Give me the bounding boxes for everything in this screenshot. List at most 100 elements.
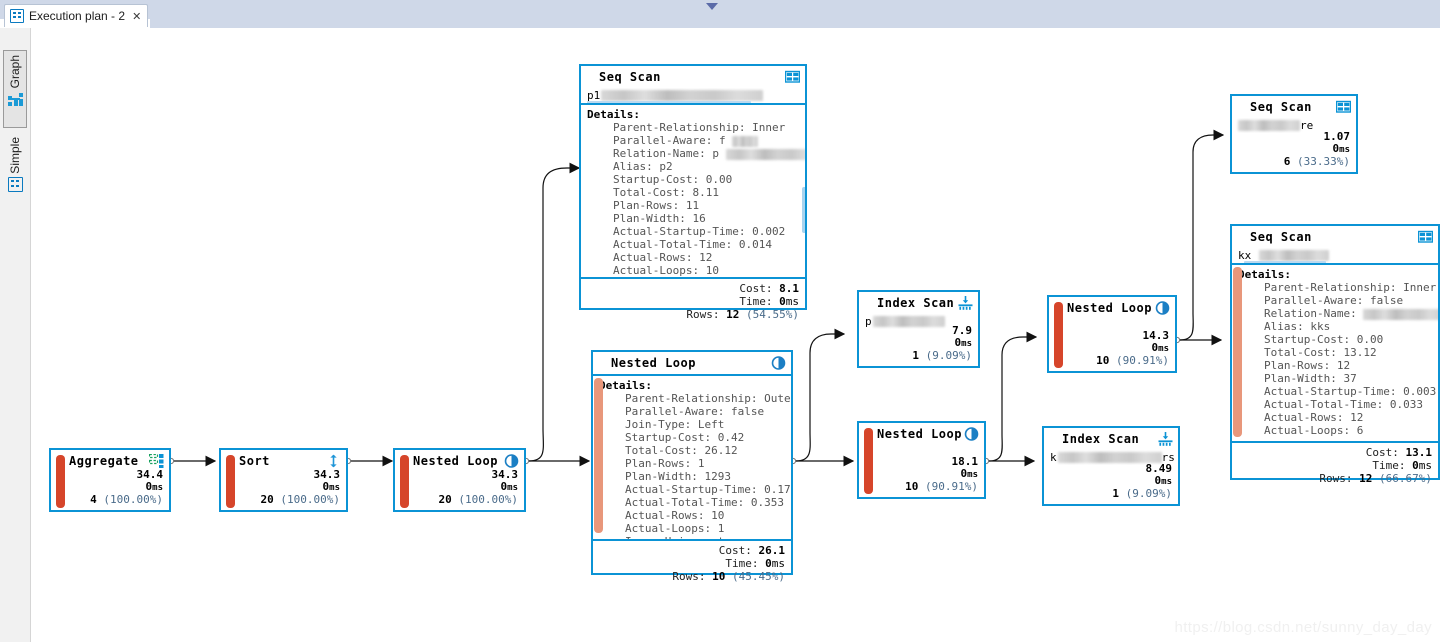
node-details: Details: Parent-Relationship: Inner Para… <box>581 103 805 277</box>
footer-rows: 12 <box>726 308 740 321</box>
node-subtitle-prefix: k <box>1050 451 1057 464</box>
plan-node-nested-loop-4[interactable]: Nested Loop 14.3 0ms 10 (90.91%) <box>1047 295 1177 373</box>
sidebar-item-simple[interactable]: Simple <box>3 132 27 214</box>
detail-text: Relation-Name: <box>1264 307 1357 320</box>
node-metrics: 34.3 0ms 20 (100.00%) <box>439 469 518 506</box>
detail-row: Total-Cost: 8.11 <box>613 186 719 199</box>
watermark: https://blog.csdn.net/sunny_day_day <box>1174 619 1432 636</box>
nested-loop-icon <box>964 427 979 441</box>
plan-node-nested-loop-2[interactable]: Nested Loop Details: Parent-Relationship… <box>591 350 793 583</box>
plan-node-seq-scan-top[interactable]: Seq Scan re 1.07 0ms 6 (33.33%) <box>1230 94 1358 174</box>
node-title: Sort <box>239 454 270 468</box>
metric-cost: 34.3 <box>313 468 341 481</box>
index-scan-icon <box>958 296 973 310</box>
footer-rows: 12 <box>1359 472 1373 485</box>
seq-scan-icon <box>1417 230 1434 244</box>
nested-loop-icon <box>1155 301 1170 315</box>
footer-cost: 8.1 <box>779 282 799 295</box>
node-metrics: 34.4 0ms 4 (100.00%) <box>90 469 163 506</box>
node-subtitle-prefix: p <box>865 315 872 328</box>
tab-execution-plan[interactable]: Execution plan - 2 ✕ <box>4 4 149 27</box>
node-title: Aggregate <box>69 454 139 468</box>
chevron-down-icon[interactable] <box>706 3 718 10</box>
node-title: Nested Loop <box>413 454 498 468</box>
footer-rows: 10 <box>712 570 726 583</box>
seq-scan-icon <box>784 70 801 84</box>
plan-node-sort[interactable]: Sort 34.3 0ms 20 (100.00%) <box>219 448 348 512</box>
detail-row: Actual-Startup-Time: 0.003 <box>1264 385 1437 398</box>
detail-row: Actual-Total-Time: 0.014 <box>613 238 772 251</box>
detail-row: Relation-Name: p <box>599 147 805 160</box>
aggregate-icon <box>148 453 164 468</box>
plan-node-nested-loop-3[interactable]: Nested Loop 18.1 0ms 10 (90.91%) <box>857 421 986 499</box>
metric-time: 0 <box>1154 474 1162 487</box>
node-header: Nested Loop <box>859 423 984 445</box>
nested-loop-icon <box>771 356 786 370</box>
cost-bar <box>864 428 873 494</box>
node-subtitle: re <box>1232 118 1356 133</box>
node-header: Seq Scan <box>1232 96 1356 118</box>
footer-rows-label: Rows: <box>1319 472 1353 485</box>
plan-node-index-scan-1[interactable]: Index Scan p 7.9 0ms 1 (9.09%) <box>857 290 980 368</box>
metric-cost: 7.9 <box>952 324 972 337</box>
footer-time: 0 <box>779 295 786 308</box>
node-details: Details: Parent-Relationship: Outer Para… <box>593 374 791 539</box>
node-details: Details: Parent-Relationship: Inner Para… <box>1232 263 1438 441</box>
node-footer: Cost: 13.1 Time: 0ms Rows: 12 (66.67%) <box>1232 441 1438 489</box>
metric-pct: (100.00%) <box>280 493 340 506</box>
node-title: Seq Scan <box>1250 230 1312 244</box>
sidebar-item-graph-label: Graph <box>8 55 22 89</box>
metric-pct: (90.91%) <box>925 480 978 493</box>
metric-rows: 10 <box>1096 354 1110 367</box>
plan-node-aggregate[interactable]: Aggregate 34.4 0ms 4 (100.00%) <box>49 448 171 512</box>
node-title: Nested Loop <box>1067 301 1152 315</box>
footer-time-unit: ms <box>771 557 785 570</box>
node-metrics: 14.3 0ms 10 (90.91%) <box>1096 330 1169 367</box>
node-metrics: 1.07 0ms 6 (33.33%) <box>1284 131 1350 168</box>
redacted-text <box>725 148 805 160</box>
metric-time-unit: ms <box>967 470 978 480</box>
top-strip <box>0 0 1440 19</box>
graph-icon <box>7 91 23 107</box>
detail-text: Parallel-Aware: f <box>613 134 726 147</box>
footer-time: 0 <box>1412 459 1419 472</box>
node-header: Nested Loop <box>1049 297 1175 319</box>
metric-cost: 8.49 <box>1145 462 1173 475</box>
detail-row: Actual-Loops: 10 <box>613 264 719 277</box>
metric-time: 0 <box>500 480 508 493</box>
metric-time: 0 <box>322 480 330 493</box>
detail-row: Plan-Rows: 1 <box>625 457 705 470</box>
metric-rows: 4 <box>90 493 97 506</box>
plan-graph-canvas[interactable]: Aggregate 34.4 0ms 4 (100.00%) Sort <box>31 28 1440 642</box>
sidebar-item-graph[interactable]: Graph <box>3 50 27 128</box>
plan-node-seq-scan-p1[interactable]: Seq Scan p1 Details: Parent-Relationship… <box>579 64 807 321</box>
metric-pct: (100.00%) <box>458 493 518 506</box>
plan-node-index-scan-2[interactable]: Index Scan k rs 8.49 0ms 1 (9.09%) <box>1042 426 1180 506</box>
scroll-nub[interactable] <box>802 187 805 233</box>
detail-row: Parent-Relationship: Inner <box>1264 281 1437 294</box>
metric-pct: (9.09%) <box>925 349 972 362</box>
index-scan-icon <box>1158 432 1173 446</box>
plan-node-nested-loop-1[interactable]: Nested Loop 34.3 0ms 20 (100.00%) <box>393 448 526 512</box>
close-icon[interactable]: ✕ <box>132 9 142 23</box>
metric-time: 0 <box>1332 142 1340 155</box>
detail-row: Actual-Total-Time: 0.353 <box>625 496 784 509</box>
detail-row: Alias: p2 <box>613 160 673 173</box>
details-title: Details: <box>599 379 652 392</box>
node-title: Index Scan <box>877 296 955 310</box>
footer-cost-label: Cost: <box>1365 446 1399 459</box>
detail-row: Inner-Unique: true <box>611 535 787 539</box>
plan-node-seq-scan-kx[interactable]: Seq Scan kx_ Details: Parent-Relationshi… <box>1230 224 1440 485</box>
execution-plan-icon <box>10 9 24 23</box>
footer-rows-label: Rows: <box>672 570 706 583</box>
metric-time-unit: ms <box>961 339 972 349</box>
node-footer: Cost: 8.1 Time: 0ms Rows: 12 (54.55%) <box>581 277 805 325</box>
node-metrics: 7.9 0ms 1 (9.09%) <box>912 325 972 362</box>
node-title: Nested Loop <box>611 356 696 370</box>
detail-row: Parallel-Aware: false <box>1264 294 1404 307</box>
subtitle-underline <box>587 101 751 103</box>
node-header: Index Scan <box>1044 428 1178 450</box>
node-metrics: 8.49 0ms 1 (9.09%) <box>1112 463 1172 500</box>
node-subtitle-prefix: kx_ <box>1238 249 1258 262</box>
metric-rows: 20 <box>260 493 274 506</box>
